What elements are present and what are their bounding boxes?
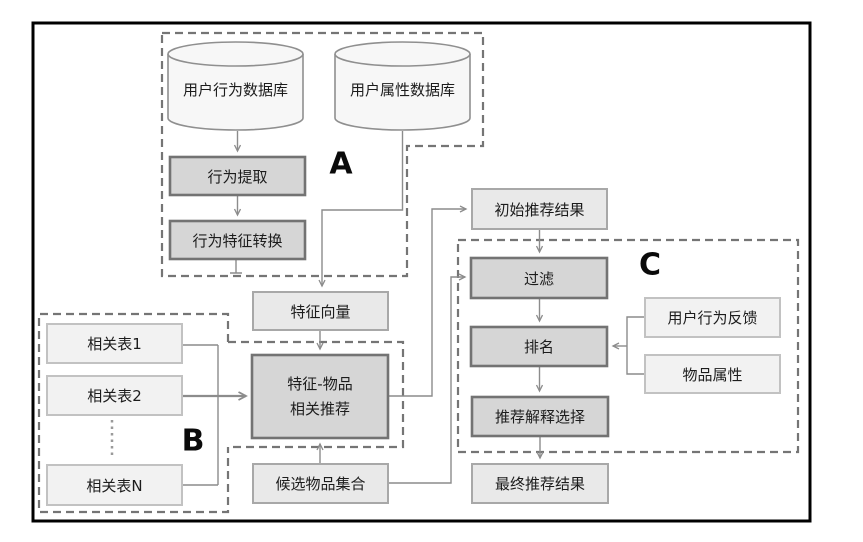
node-final-recommendation: 最终推荐结果 <box>471 463 609 504</box>
node-box <box>644 297 781 338</box>
arrow-feature-item-to-initial-results <box>388 209 466 397</box>
region-b-label: B <box>182 424 205 459</box>
node-feature-item-recommendation-label-line1: 特征-物品 <box>287 375 352 393</box>
cylinder-body <box>167 54 304 131</box>
node-box <box>46 375 183 416</box>
node-box <box>46 464 183 506</box>
node-related-table-1-label: 相关表1 <box>87 335 142 353</box>
node-filter-label: 过滤 <box>524 270 554 288</box>
node-ranking: 排名 <box>469 325 609 368</box>
cylinder-top <box>167 41 304 67</box>
region-outlines: A B C <box>37 31 800 514</box>
node-feature-item-recommendation: 特征-物品 相关推荐 <box>250 353 390 440</box>
node-initial-recommendation-label: 初始推荐结果 <box>494 201 584 219</box>
region-a-label: A <box>329 147 353 182</box>
node-user-attribute-db: 用户属性数据库 <box>334 41 471 131</box>
node-related-table-2-label: 相关表2 <box>87 387 142 405</box>
region-c-label: C <box>639 248 661 283</box>
region-b-outline <box>37 312 230 514</box>
node-candidate-item-set-label: 候选物品集合 <box>275 475 365 493</box>
node-user-behavior-db-label: 用户行为数据库 <box>183 81 288 99</box>
node-feature-item-recommendation-label-line2: 相关推荐 <box>290 400 350 418</box>
node-feature-vector: 特征向量 <box>252 291 389 331</box>
node-final-recommendation-label: 最终推荐结果 <box>495 475 585 493</box>
node-box <box>469 325 609 368</box>
node-related-table-2: 相关表2 <box>46 375 183 416</box>
node-explanation-selection: 推荐解释选择 <box>470 395 610 438</box>
node-box <box>469 256 609 300</box>
node-related-table-n: 相关表N <box>46 464 183 506</box>
arrow-attribute-db-to-feature-vector <box>322 131 404 286</box>
node-box <box>250 353 390 440</box>
node-behavior-extraction-label: 行为提取 <box>207 168 267 186</box>
node-behavior-extraction: 行为提取 <box>168 155 307 197</box>
node-box <box>252 463 389 504</box>
cylinder-body <box>334 54 471 131</box>
related-tables-bus <box>182 344 219 486</box>
node-box <box>644 354 781 394</box>
cylinder-top <box>334 41 471 67</box>
node-box <box>470 395 610 438</box>
node-behavior-feature-transform-label: 行为特征转换 <box>192 232 282 250</box>
node-box <box>252 291 389 331</box>
node-user-behavior-feedback: 用户行为反馈 <box>644 297 781 338</box>
node-box <box>471 463 609 504</box>
node-user-behavior-db: 用户行为数据库 <box>167 41 304 131</box>
line-transform-to-boundary <box>230 259 242 274</box>
node-related-table-n-label: 相关表N <box>86 477 142 495</box>
feature-item-subbox-outline <box>228 340 405 449</box>
region-a-outline <box>160 31 485 278</box>
node-initial-recommendation: 初始推荐结果 <box>471 188 608 230</box>
node-item-attributes-label: 物品属性 <box>682 366 742 384</box>
node-box <box>168 219 307 261</box>
node-behavior-feature-transform: 行为特征转换 <box>168 219 307 261</box>
connectors <box>110 131 645 486</box>
nodes: 用户行为数据库 用户属性数据库 行为提取 行为特征转换 特征向量 相关表1 相关… <box>46 41 781 506</box>
node-filter: 过滤 <box>469 256 609 300</box>
node-box <box>471 188 608 230</box>
node-user-behavior-feedback-label: 用户行为反馈 <box>667 309 757 327</box>
node-related-table-1: 相关表1 <box>46 323 183 364</box>
node-candidate-item-set: 候选物品集合 <box>252 463 389 504</box>
node-user-attribute-db-label: 用户属性数据库 <box>350 81 455 99</box>
node-ranking-label: 排名 <box>524 338 554 356</box>
arrow-candidate-to-filter <box>388 277 465 484</box>
node-box <box>168 155 307 197</box>
node-item-attributes: 物品属性 <box>644 354 781 394</box>
node-box <box>46 323 183 364</box>
region-c-outline <box>456 238 800 454</box>
node-feature-vector-label: 特征向量 <box>290 303 350 321</box>
node-explanation-selection-label: 推荐解释选择 <box>495 408 585 426</box>
